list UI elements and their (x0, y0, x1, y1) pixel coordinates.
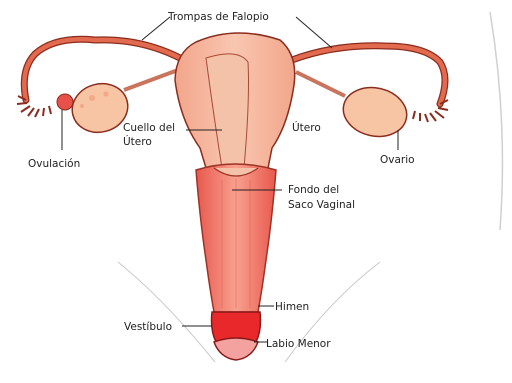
label-fornix-line1: Fondo del (288, 184, 339, 196)
leader-fallopian-left (142, 17, 170, 40)
body-outline-right (490, 12, 502, 230)
ovarian-ligament-left (124, 70, 178, 90)
label-fallopian-tubes: Trompas de Falopio (167, 11, 269, 23)
labia-minora-shape (214, 338, 258, 360)
fimbriae-right (413, 100, 448, 122)
label-cervix-line2: Útero (123, 135, 152, 148)
label-hymen: Himen (275, 301, 309, 313)
follicle-left-b (104, 92, 109, 97)
fimbriae-left (17, 96, 51, 117)
ovulating-follicle (57, 94, 73, 110)
label-vestibule: Vestíbulo (124, 321, 172, 333)
ovarian-ligament-right (296, 72, 345, 96)
ovary-right (339, 82, 412, 142)
follicle-left-a (89, 95, 95, 101)
follicle-left-c (80, 104, 84, 108)
label-fornix-line2: Saco Vaginal (288, 199, 355, 211)
label-ovulation: Ovulación (28, 158, 80, 170)
label-uterus: Útero (292, 121, 321, 134)
label-ovary: Ovario (380, 154, 415, 166)
leader-fallopian-right (296, 17, 332, 48)
label-labia-minora: Labio Menor (266, 338, 331, 350)
pelvic-outline-left (118, 262, 215, 362)
label-cervix-line1: Cuello del (123, 122, 175, 134)
